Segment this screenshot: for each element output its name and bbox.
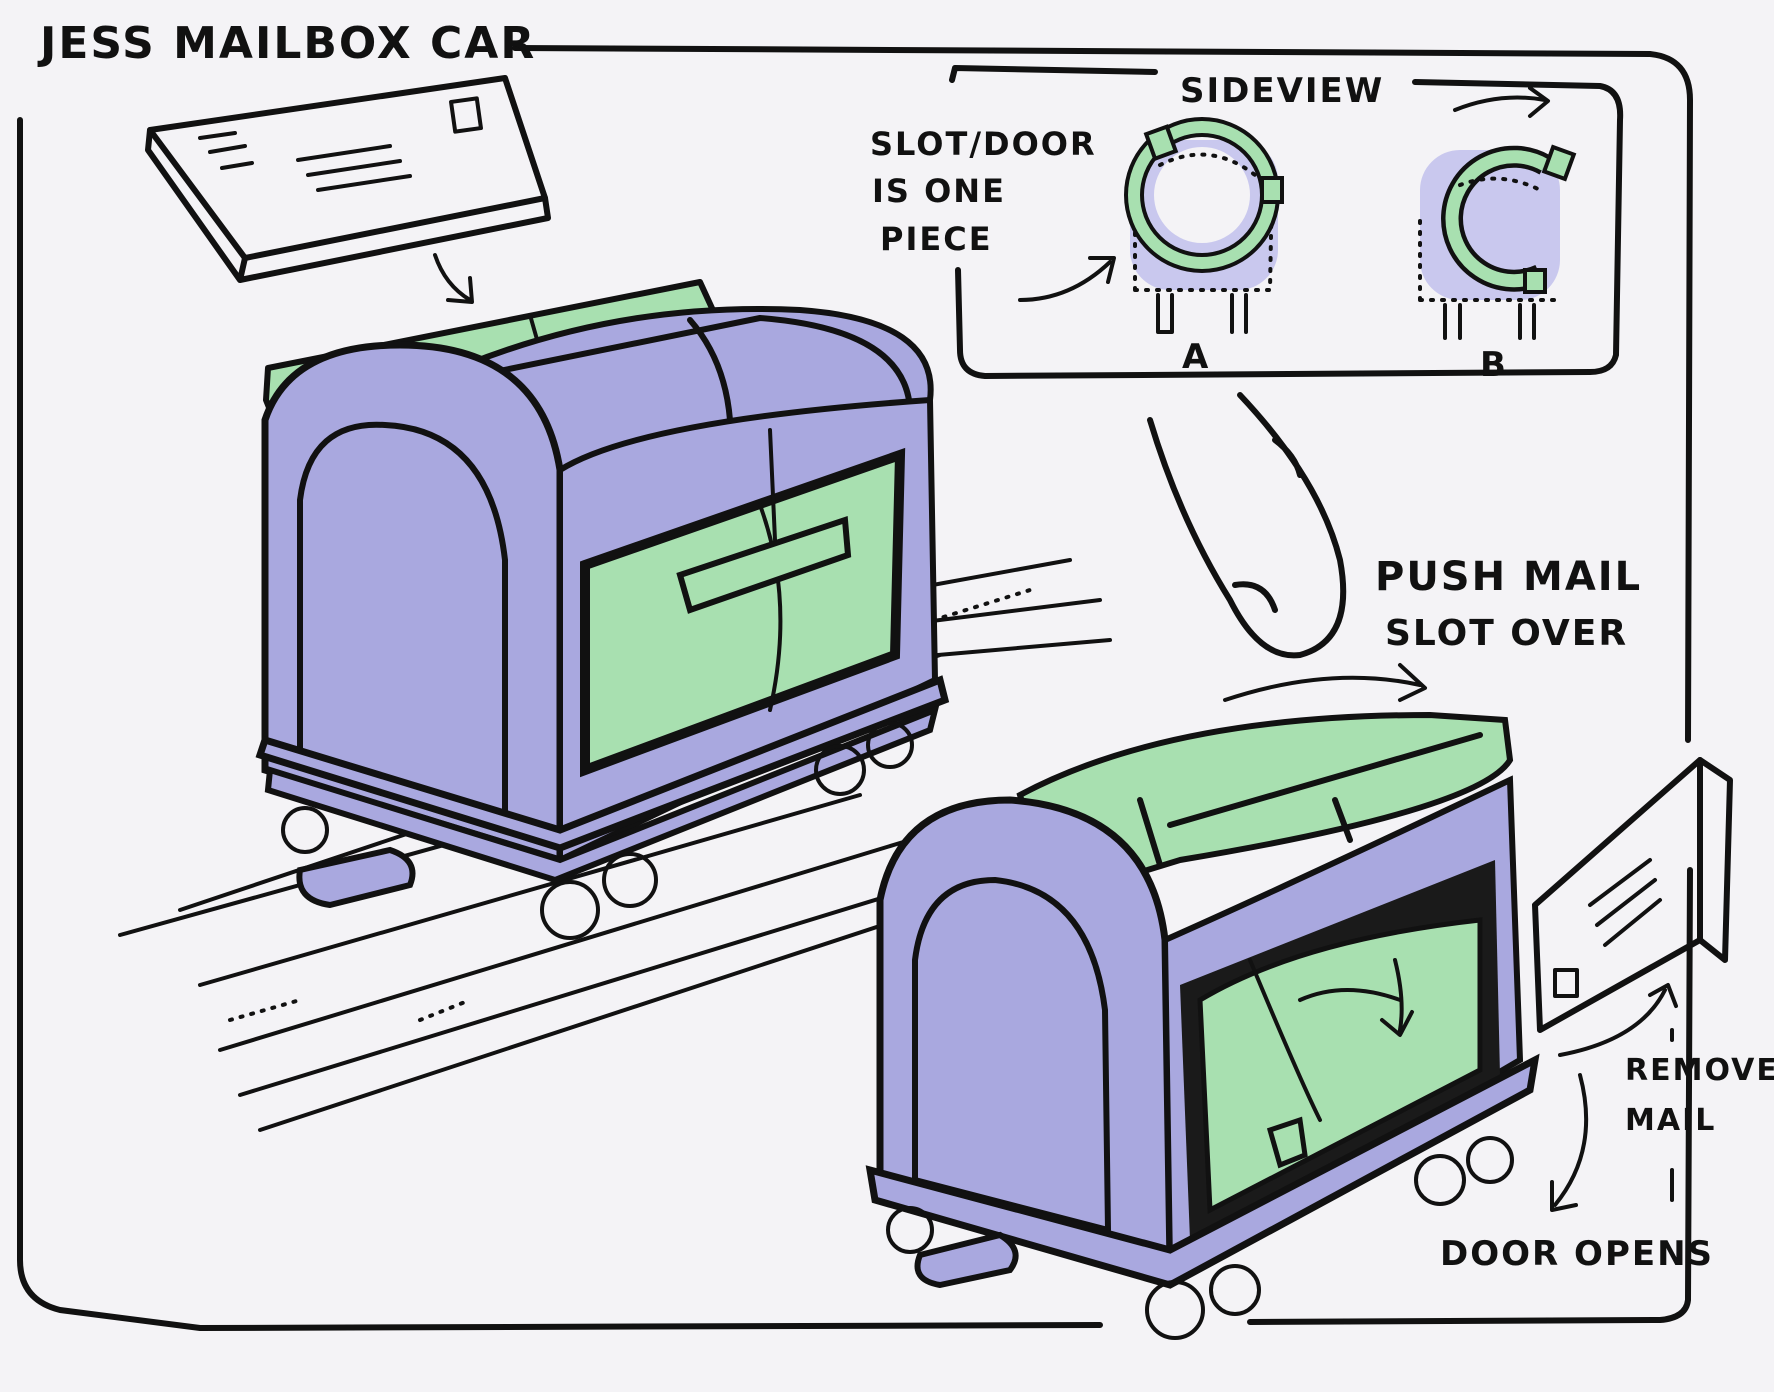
envelope-top [145,75,551,283]
remove-line-2: MAIL [1625,1103,1716,1138]
outer-frame [17,45,1693,1331]
label-b: B [1480,345,1508,385]
arrow-letter-down [433,253,472,302]
remove-line-1: REMOVE [1625,1053,1774,1088]
remove-note: REMOVE MAIL [1625,1053,1774,1138]
slot-door-note: SLOT/DOOR IS ONE PIECE [870,125,1097,258]
mailbox-car-open [865,711,1540,1340]
note-line-3: PIECE [880,220,993,258]
pushing-finger [1147,392,1347,659]
sideview-panel: SIDEVIEW SLOT/DOOR IS ONE PIECE A [870,65,1624,385]
push-line-1: PUSH MAIL [1375,554,1642,600]
push-line-2: SLOT OVER [1385,613,1628,654]
label-a: A [1182,337,1210,377]
arrow-door-opens [1553,1073,1589,1207]
push-note: PUSH MAIL SLOT OVER [1375,554,1642,654]
sideview-heading: SIDEVIEW [1180,71,1384,111]
arrow-push [1223,675,1422,702]
note-line-1: SLOT/DOOR [870,125,1097,163]
mailbox-car-closed [255,279,950,940]
door-opens-note: DOOR OPENS [1440,1234,1714,1274]
envelope-removed [1532,757,1733,1033]
diagram-b: B [1418,144,1577,385]
diagram-a: A [1124,117,1284,377]
sketch-title: JESS MAILBOX CAR [37,18,536,69]
arrow-remove [1558,988,1667,1057]
note-line-2: IS ONE [872,172,1006,210]
